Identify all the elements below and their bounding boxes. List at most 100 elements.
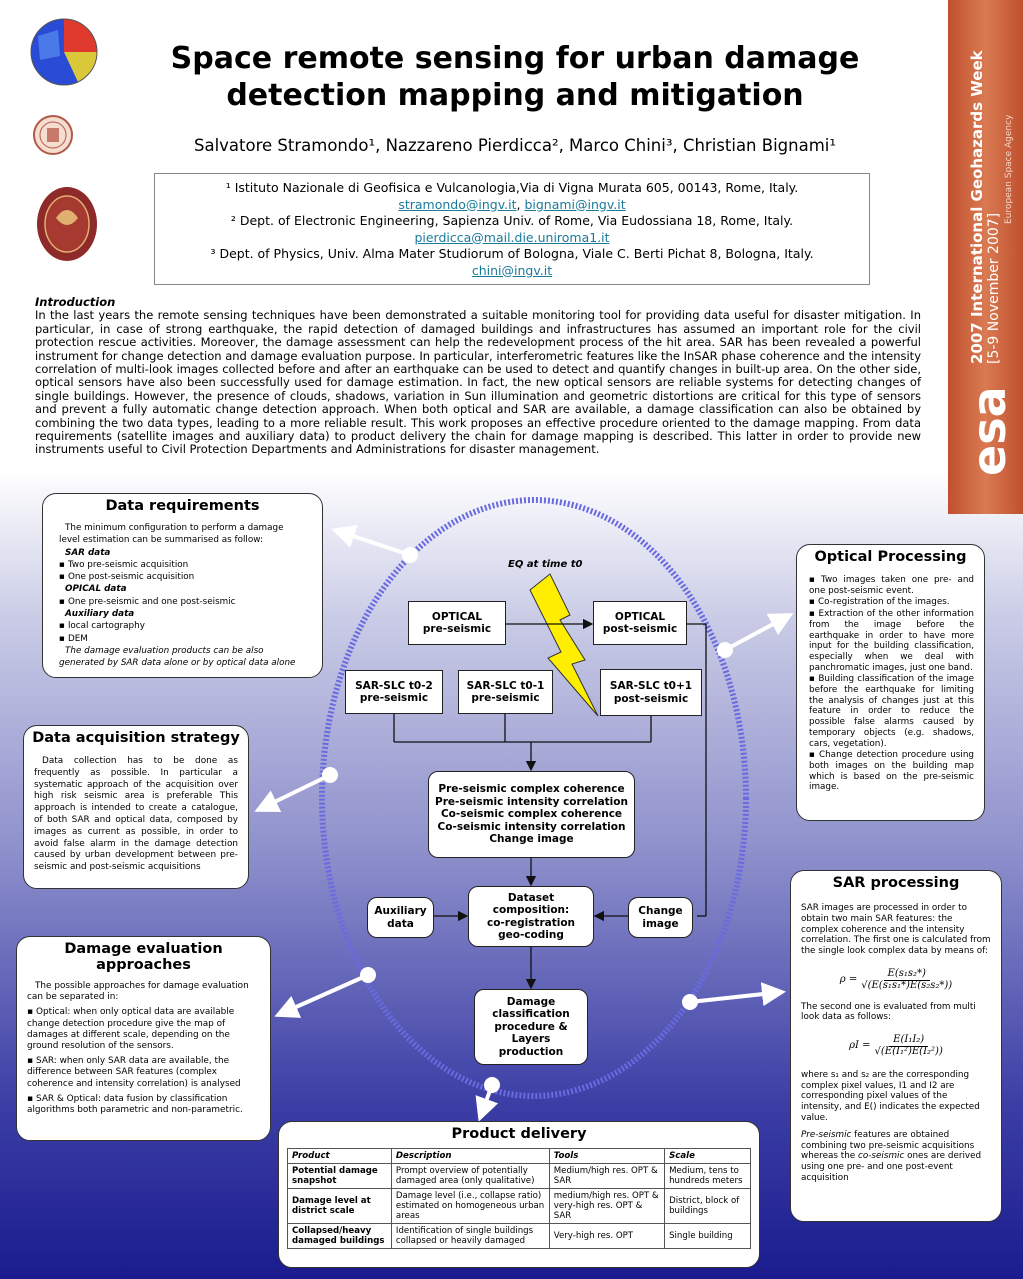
column-header: Product [287,1148,392,1164]
box-line: co-registration [486,916,576,929]
optical-processing-panel: Optical Processing Two images taken one … [796,544,985,821]
panel-text: SAR images are processed in order to obt… [801,903,991,957]
list-item: Building classification of the image bef… [809,674,974,749]
box-line: classification [492,1008,570,1021]
email-link[interactable]: bignami@ingv.it [524,196,626,212]
panel-title: Product delivery [451,1126,587,1142]
affiliation-3: ³ Dept. of Physics, Univ. Alma Mater Stu… [210,246,814,261]
sar-features-box: Pre-seismic complex coherence Pre-seismi… [428,771,635,858]
sar-processing-panel: SAR processing SAR images are processed … [790,870,1002,1222]
box-line: geo-coding [498,929,564,941]
optical-steps-list: Two images taken one pre- and one post-s… [809,575,974,793]
introduction-text: In the last years the remote sensing tec… [35,308,921,457]
box-line: SAR-SLC t0+1 [609,680,693,692]
box-line: OPTICAL [614,610,666,623]
panel-title: Optical Processing [814,549,967,565]
authors: Salvatore Stramondo¹, Nazzareno Pierdicc… [194,136,836,155]
text-run: ones are derived using one pre- and one … [801,1151,982,1183]
box-line: Co-seismic intensity correlation [437,820,626,833]
table-cell: Prompt overview of potentially damaged a… [390,1163,550,1189]
box-line: Change [638,905,683,917]
equation-lhs: ρI = [849,1040,871,1052]
title-line-1: Space remote sensing for urban damage [170,41,860,76]
damage-classification-box: Damage classification procedure & Layers… [474,989,588,1065]
panel-title: Data requirements [105,498,260,514]
lightning-icon [529,573,599,717]
email-link[interactable]: pierdicca@mail.die.uniroma1.it [414,229,610,245]
data-acquisition-panel: Data acquisition strategy Data collectio… [23,725,249,889]
data-requirements-panel: Data requirements The minimum configurat… [42,493,323,678]
equation-lhs: ρ = [839,973,858,985]
panel-text: where s₁ and s₂ are the corresponding co… [801,1069,980,1123]
list-item: DEM [59,633,306,645]
box-line: SAR-SLC t0-2 [355,679,433,692]
box-line: pre-seismic [359,692,429,704]
table-cell: Damage level (i.e., collapse ratio) esti… [390,1188,550,1224]
panel-subheading: Auxiliary data [65,609,135,620]
panel-title: SAR processing [832,875,960,891]
list-item: Extraction of the other information from… [809,609,974,673]
email-link[interactable]: chini@ingv.it [471,262,553,278]
list-item: Two pre-seismic acquisition [59,559,306,571]
panel-text: Pre-seismic features are obtained combin… [801,1130,991,1184]
title-line: approaches [96,957,191,973]
box-line: data [387,917,414,930]
introduction-heading: Introduction [35,295,116,309]
box-line: pre-seismic [471,692,540,704]
email-separator: , [516,196,525,212]
list-item: local cartography [59,620,306,632]
column-header: Scale [664,1148,751,1164]
esa-logo: esa [962,386,1016,476]
column-header: Tools [548,1148,666,1164]
intensity-correlation-equation: ρI = E(I₁I₂) √(E(I₁²)E(I₂²)) [801,1034,991,1058]
box-line: SAR-SLC t0-1 [466,679,545,692]
esa-event-title: 2007 International Geohazards Week [968,50,986,364]
panel-subheading: OPICAL data [65,584,127,595]
list-item: SAR & Optical: data fusion by classifica… [27,1094,260,1116]
box-line: Pre-seismic complex coherence [438,783,625,796]
list-item: One pre-seismic and one post-seismic [59,596,306,608]
eq-time-text: EQ at time t0 [508,559,583,570]
emphasis: Pre-seismic [801,1129,852,1140]
title-line: Damage evaluation [64,941,223,957]
list-item: Optical: when only optical data are avai… [27,1007,260,1052]
column-header: Description [390,1148,550,1164]
eq-time-label: EQ at time t0 [508,559,582,570]
email-link[interactable]: stramondo@ingv.it [398,196,517,212]
box-line: Layers [511,1033,551,1046]
box-line: Change image [489,833,574,846]
bologna-seal-logo [33,115,73,155]
equation-denominator: √(E(s₁s₁*)E(s₂s₂*)) [861,979,953,991]
panel-text: Data collection has to be done as freque… [34,756,238,873]
box-line: post-seismic [602,623,678,635]
panel-note: The damage evaluation products can be al… [59,645,296,669]
box-line: post-seismic [613,692,689,705]
panel-subheading: SAR data [65,547,111,558]
panel-text: The second one is evaluated from multi l… [801,1001,976,1023]
affiliation-1: ¹ Istituto Nazionale di Geofisica e Vulc… [225,180,799,195]
box-line: OPTICAL [431,610,483,623]
panel-text: The minimum configuration to perform a d… [59,523,284,546]
list-item: Two images taken one pre- and one post-s… [809,575,974,596]
list-item: Co-registration of the images. [809,597,974,608]
box-line: procedure & [494,1020,568,1033]
list-item: Change detection procedure using both im… [809,750,974,793]
title-line-2: detection mapping and mitigation [226,78,804,113]
equation-numerator: E(I₁I₂) [889,1034,929,1047]
panel-title: Data acquisition strategy [32,730,240,746]
box-line: Co-seismic complex coherence [440,808,623,821]
box-line: Pre-seismic intensity correlation [435,795,628,808]
sapienza-seal-logo [37,187,97,261]
